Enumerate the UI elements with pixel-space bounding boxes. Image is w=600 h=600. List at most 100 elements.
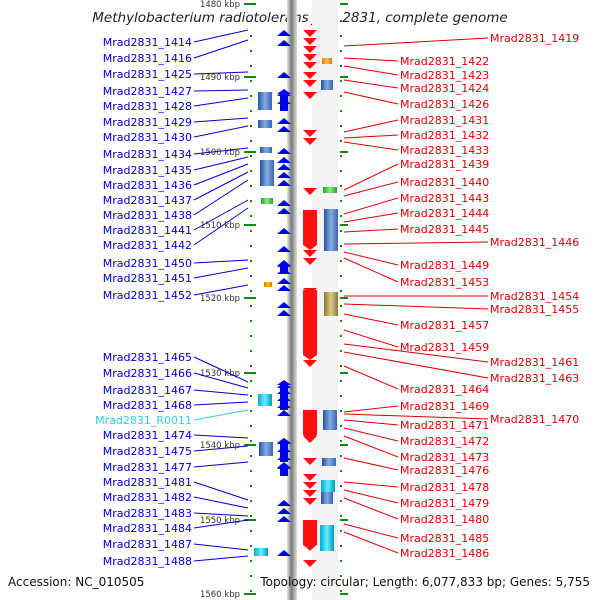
minor-tick [250,470,252,472]
left-connector-line [193,284,249,296]
left-gene-label: Mrad2831_1414 [103,36,192,49]
minor-tick [340,140,342,142]
minor-tick [250,50,252,52]
right-gene-label: Mrad2831_1453 [400,276,489,289]
right-gene-label: Mrad2831_1443 [400,192,489,205]
minor-tick [250,380,252,382]
feature-block [324,292,338,316]
right-gene-label: Mrad2831_1440 [400,176,489,189]
left-connector-line [193,445,249,452]
left-connector-line [193,409,249,421]
forward-gene-arrow [277,208,291,214]
scale-tick-mark [244,224,256,226]
left-connector-line [193,39,249,59]
minor-tick [250,245,252,247]
reverse-gene-arrow [303,458,317,465]
minor-tick [250,290,252,292]
minor-tick [250,320,252,322]
reverse-gene-arrow [303,138,317,145]
minor-tick [340,380,342,382]
right-gene-label: Mrad2831_1485 [400,532,489,545]
minor-tick [340,455,342,457]
left-gene-label: Mrad2831_1451 [103,272,192,285]
minor-tick [340,470,342,472]
right-gene-label: Mrad2831_1486 [400,547,489,560]
minor-tick [340,395,342,397]
minor-tick [250,230,252,232]
forward-gene-arrow [277,164,291,170]
minor-tick [340,170,342,172]
forward-gene-arrow [277,302,291,308]
reverse-gene-arrow [303,360,317,367]
right-gene-label: Mrad2831_1444 [400,207,489,220]
forward-gene-arrow [277,508,291,514]
feature-block [321,492,333,504]
left-connector-line [193,125,249,138]
scale-tick-label: 1550 kbp [200,516,240,526]
reverse-gene-arrow [303,474,317,481]
left-connector-line [193,199,249,231]
left-gene-label: Mrad2831_1434 [103,148,192,161]
minor-tick [340,245,342,247]
minor-tick [250,110,252,112]
minor-tick [250,545,252,547]
right-gene-label: Mrad2831_1476 [400,464,489,477]
left-gene-label: Mrad2831_1482 [103,491,192,504]
reverse-gene-arrow [303,46,317,53]
minor-tick [250,260,252,262]
minor-tick [340,50,342,52]
minor-tick [250,560,252,562]
minor-tick [250,215,252,217]
reverse-gene-arrow [303,62,317,69]
forward-gene-arrow [277,516,291,522]
forward-gene-arrow [277,157,291,163]
right-connector-line [343,37,489,47]
right-gene-label: Mrad2831_1480 [400,513,489,526]
left-connector-line [193,496,249,509]
right-connector-line [343,351,489,379]
minor-tick [250,590,252,592]
right-connector-line [343,228,399,233]
scale-tick-mark [340,519,348,521]
feature-block [258,120,272,128]
left-connector-line [193,156,249,171]
left-connector-line [193,555,249,562]
left-gene-label: Mrad2831_1487 [103,538,192,551]
left-gene-label: Mrad2831_1477 [103,461,192,474]
left-connector-line [193,259,249,264]
scale-tick-label: 1500 kbp [200,148,240,158]
reverse-gene-arrow [303,250,317,257]
minor-tick [250,155,252,157]
right-gene-label: Mrad2831_1454 [490,290,579,303]
forward-gene-arrow [277,438,291,462]
right-gene-label: Mrad2831_1471 [400,419,489,432]
scale-tick-label: 1490 kbp [200,73,240,83]
scale-tick-mark [340,3,348,5]
left-gene-label: Mrad2831_1474 [103,429,192,442]
minor-tick [340,260,342,262]
minor-tick [250,95,252,97]
feature-block [258,92,272,110]
left-connector-line [193,207,249,246]
left-gene-label: Mrad2831_1475 [103,445,192,458]
minor-tick [340,530,342,532]
right-gene-label: Mrad2831_1455 [490,303,579,316]
forward-gene-arrow [277,285,291,291]
minor-tick [250,440,252,442]
minor-tick [340,200,342,202]
chart-title: Methylobacterium radiotolerans JCM 2831,… [92,10,507,26]
left-connector-line [193,389,249,396]
minor-tick [340,350,342,352]
right-gene-label: Mrad2831_1446 [490,236,579,249]
minor-tick [340,590,342,592]
feature-block [322,58,332,64]
left-gene-label: Mrad2831_1465 [103,351,192,364]
minor-tick [250,80,252,82]
left-connector-line [193,163,249,186]
forward-gene-arrow [277,550,291,556]
left-gene-label: Mrad2831_1466 [103,367,192,380]
feature-block [260,160,274,186]
right-gene-label: Mrad2831_1457 [400,319,489,332]
left-connector-line [193,267,249,279]
forward-gene-arrow [277,72,291,78]
